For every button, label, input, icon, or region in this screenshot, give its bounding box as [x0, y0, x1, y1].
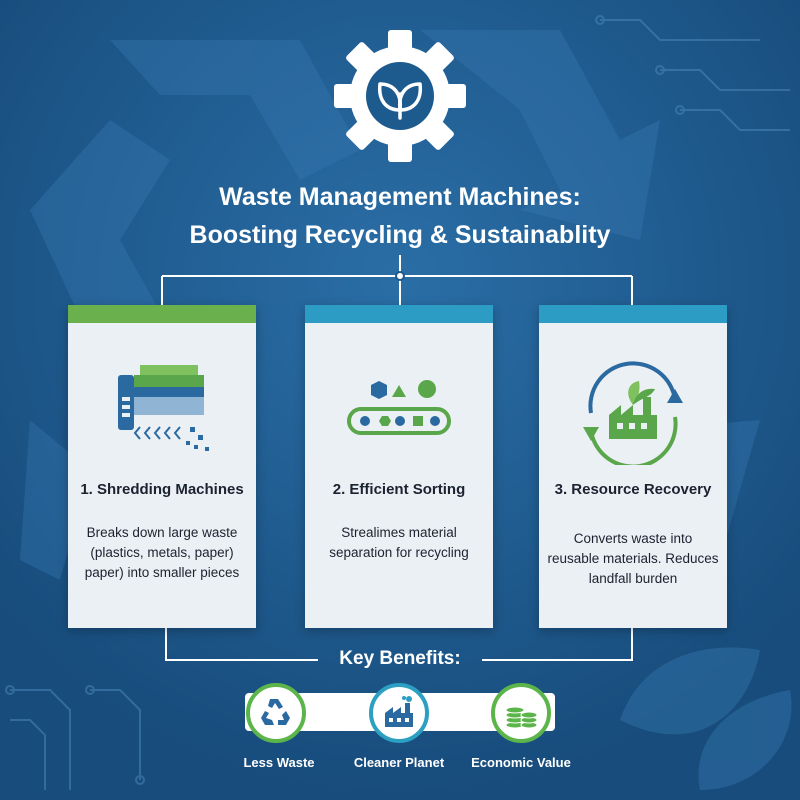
- card-description: Strealimes material separation for recyc…: [329, 525, 469, 560]
- card-title: 1. Shredding Machines: [80, 481, 244, 498]
- factory-icon: [369, 683, 429, 743]
- card-resource-recovery: 3. Resource Recovery Converts waste into…: [539, 305, 727, 628]
- card-sorting: 2. Efficient Sorting Strealimes material…: [305, 305, 493, 628]
- card-accent-bar: [539, 305, 727, 323]
- key-benefits-heading: Key Benefits:: [339, 648, 461, 669]
- shredder-icon: [118, 365, 209, 451]
- card-accent-bar: [305, 305, 493, 323]
- page-title: Waste Management Machines: Boosting Recy…: [0, 178, 800, 254]
- factory-recovery-icon: [583, 361, 683, 465]
- benefit-label-economic-value: Economic Value: [471, 755, 571, 770]
- benefit-label-less-waste: Less Waste: [243, 755, 315, 770]
- card-description: Converts waste into reusable materials. …: [547, 531, 719, 586]
- card-description: Breaks down large waste (plastics, metal…: [84, 525, 240, 580]
- gear-leaf-logo-icon: [334, 30, 466, 162]
- card-title: 3. Resource Recovery: [554, 481, 712, 498]
- coins-icon: [491, 683, 551, 743]
- benefit-label-cleaner-planet: Cleaner Planet: [353, 755, 445, 770]
- card-accent-bar: [68, 305, 256, 323]
- card-shredding: 1. Shredding Machines Breaks down large …: [68, 305, 256, 628]
- title-line-1: Waste Management Machines:: [219, 183, 581, 211]
- title-line-2: Boosting Recycling & Sustainablity: [189, 221, 611, 249]
- recycle-icon: [246, 683, 306, 743]
- conveyor-sorting-icon: [347, 380, 451, 435]
- card-title: 2. Efficient Sorting: [332, 481, 466, 498]
